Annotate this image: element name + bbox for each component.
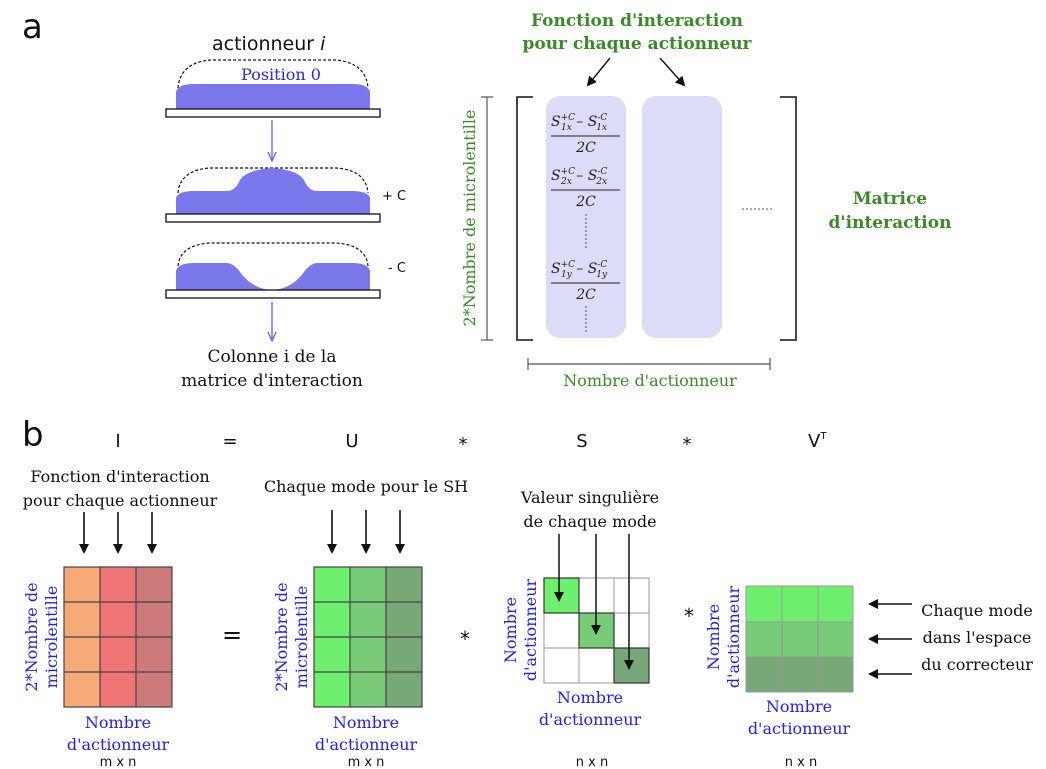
panel-a-label: a	[22, 7, 43, 47]
function-arrow-left	[586, 57, 611, 87]
I-micro-line1: 2*Nombre de	[22, 582, 41, 691]
svg-text:*: *	[459, 434, 468, 455]
matrix-label-line1: Matrice	[853, 189, 927, 209]
panel-b-label: b	[22, 415, 44, 455]
V-caption-line2: dans l'espace	[923, 628, 1032, 647]
function-arrow-right	[659, 57, 686, 87]
svg-text:S+C1x – S-C1x: S+C1x – S-C1x	[551, 113, 607, 133]
I-caption-line2: pour chaque actionneur	[23, 491, 218, 510]
op-equals: =	[222, 621, 242, 649]
V-matrix	[745, 585, 854, 693]
minus-c-label: - C	[388, 261, 406, 276]
actuator-plus-c	[165, 167, 381, 223]
S-rows-line1: Nombre	[501, 597, 520, 663]
svg-text:2C: 2C	[575, 194, 596, 210]
svg-text:S+C2x – S-C2x: S+C2x – S-C2x	[551, 167, 607, 187]
function-title-line2: pour chaque actionneur	[522, 34, 752, 54]
svg-text:S: S	[576, 431, 587, 452]
actuator-minus-c	[165, 242, 381, 299]
V-caption-line3: du correcteur	[921, 655, 1033, 674]
svg-text:S+C1y – S-C1y: S+C1y – S-C1y	[551, 260, 608, 280]
V-cols-line2: d'actionneur	[748, 719, 851, 738]
plus-c-label: + C	[382, 189, 406, 204]
I-dim: m x n	[100, 755, 137, 769]
U-micro-line2: microlentille	[292, 586, 311, 689]
U-caption: Chaque mode pour le SH	[264, 477, 468, 496]
S-caption-line1: Valeur singulière	[520, 488, 659, 507]
column-caption-line1: Colonne i de la	[207, 347, 336, 367]
svd-equation: I = U * S * VT	[115, 431, 827, 455]
matrix-column-2	[642, 96, 722, 338]
S-cols-line2: d'actionneur	[539, 710, 642, 729]
U-matrix	[313, 566, 423, 708]
V-rows-line2: d'actionneur	[724, 585, 743, 688]
op-star-2: *	[684, 604, 694, 628]
svg-text:U: U	[345, 431, 358, 452]
op-star-1: *	[460, 627, 470, 651]
svg-text:2C: 2C	[575, 140, 596, 156]
actuator-title: actionneur i	[212, 33, 326, 55]
U-act-line2: d'actionneur	[315, 735, 418, 754]
matrix-label-line2: d'interaction	[829, 213, 952, 233]
I-caption-line1: Fonction d'interaction	[30, 467, 209, 486]
V-caption-line1: Chaque mode	[921, 601, 1033, 620]
S-dim: n x n	[576, 755, 608, 769]
position-label: Position 0	[241, 65, 321, 84]
row-axis-label: 2*Nombre de microlentille	[460, 110, 479, 327]
svg-text:VT: VT	[808, 431, 827, 452]
actuator-position-0	[165, 59, 381, 118]
matrix-column-1	[546, 96, 626, 338]
svg-text:=: =	[222, 431, 237, 452]
svg-text:I: I	[115, 431, 120, 452]
U-micro-line1: 2*Nombre de	[272, 582, 291, 691]
I-micro-line2: microlentille	[42, 586, 61, 689]
column-caption-line2: matrice d'interaction	[181, 371, 363, 391]
matrix-left-bracket	[516, 96, 533, 341]
function-title-line1: Fonction d'interaction	[531, 11, 743, 31]
V-dim: n x n	[785, 755, 817, 769]
col-axis-label: Nombre d'actionneur	[563, 371, 737, 390]
svg-text:*: *	[683, 434, 692, 455]
V-rows-line1: Nombre	[704, 604, 723, 670]
S-rows-line2: d'actionneur	[521, 578, 540, 681]
matrix-right-bracket	[780, 96, 797, 341]
U-dim: m x n	[348, 755, 385, 769]
I-matrix	[63, 566, 173, 708]
S-caption-line2: de chaque mode	[523, 512, 656, 531]
I-act-line2: d'actionneur	[67, 735, 170, 754]
svg-text:2C: 2C	[575, 287, 596, 303]
S-cols-line1: Nombre	[557, 688, 623, 707]
I-act-line1: Nombre	[85, 713, 151, 732]
V-cols-line1: Nombre	[766, 697, 832, 716]
U-act-line1: Nombre	[333, 713, 399, 732]
